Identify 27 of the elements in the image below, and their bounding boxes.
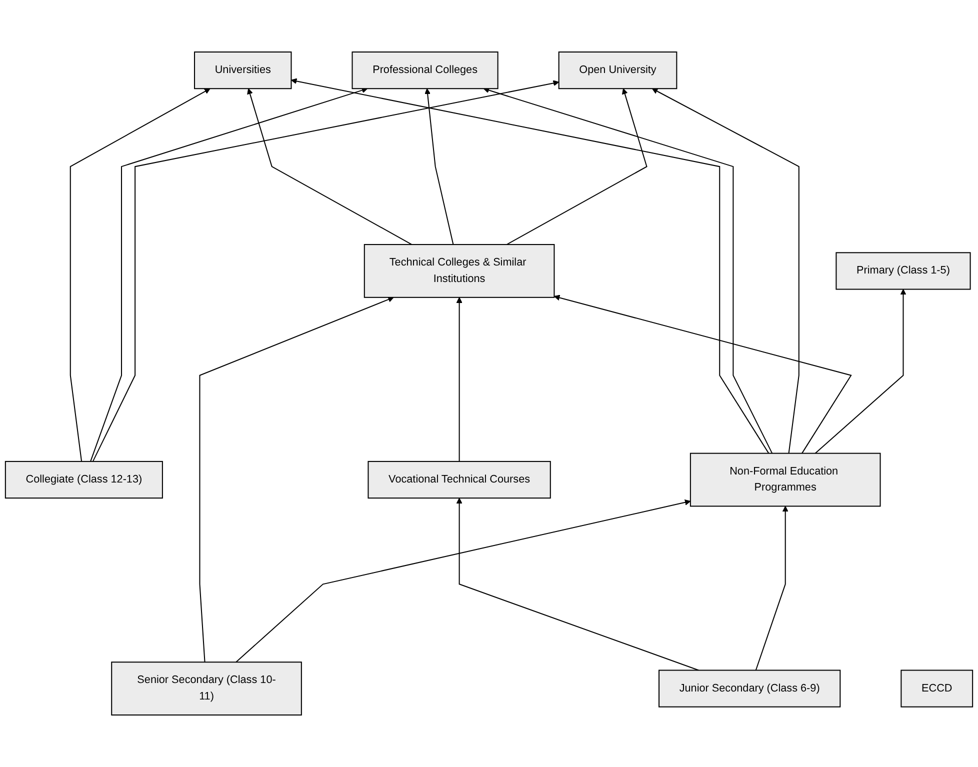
node-box: Collegiate (Class 12-13): [4, 460, 163, 499]
arrow: [70, 88, 210, 462]
arrow: [247, 88, 412, 245]
arrow: [755, 506, 788, 670]
arrow: [290, 78, 770, 454]
arrow: [456, 297, 462, 462]
arrow: [199, 296, 394, 662]
node-box: ECCD: [900, 670, 974, 708]
node-box: Junior Secondary (Class 6-9): [658, 670, 841, 708]
node-box: Vocational Technical Courses: [368, 460, 551, 499]
arrow: [92, 80, 560, 462]
arrow: [554, 294, 852, 454]
node-box: Primary (Class 1-5): [836, 252, 971, 290]
node-box: Senior Secondary (Class 10-11): [111, 662, 302, 716]
arrow: [652, 88, 800, 454]
arrow: [424, 88, 454, 245]
node-box: Technical Colleges & Similar Institutions: [364, 244, 555, 298]
node-box: Universities: [194, 52, 292, 90]
arrow: [814, 289, 906, 454]
arrow: [456, 498, 699, 671]
node-box: Open University: [558, 52, 678, 90]
node-box: Professional Colleges: [352, 52, 498, 90]
node-box: Non-Formal Education Programmes: [690, 452, 881, 507]
arrow: [90, 87, 368, 462]
arrow: [506, 88, 648, 245]
arrow: [236, 499, 691, 662]
arrow: [483, 87, 773, 454]
